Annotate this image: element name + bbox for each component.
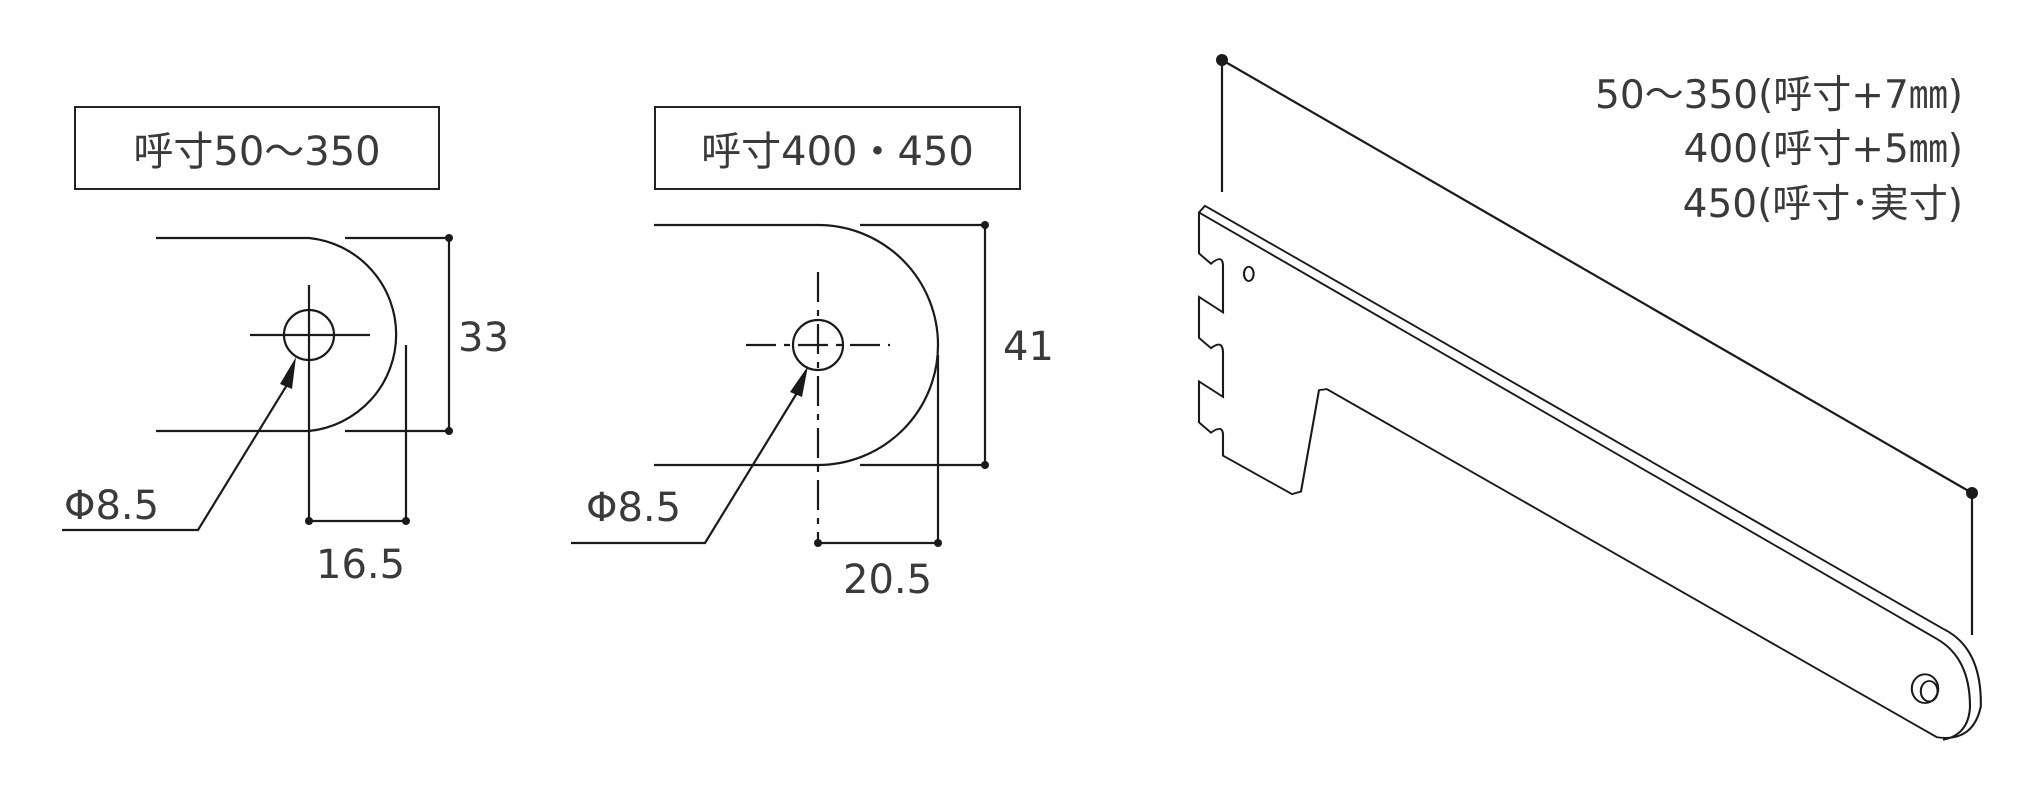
detail-small-title: 呼寸50〜350 (133, 129, 381, 175)
length-note-2: 400(呼寸+5㎜) (1683, 127, 1963, 172)
length-note-1: 50〜350(呼寸+7㎜) (1595, 73, 1963, 118)
detail-small-width-dim: 16.5 (316, 542, 406, 588)
bracket-illustration (1197, 54, 1982, 741)
detail-large-title: 呼寸400・450 (701, 129, 974, 175)
length-note-3: 450(呼寸･実寸) (1682, 182, 1963, 227)
detail-large-profile (571, 221, 989, 547)
detail-small-profile (62, 234, 453, 532)
detail-large-title-box: 呼寸400・450 (654, 106, 1021, 190)
detail-small-title-box: 呼寸50〜350 (74, 106, 440, 190)
detail-large-width-dim: 20.5 (843, 557, 933, 603)
detail-small-hole-dim: Φ8.5 (64, 483, 160, 529)
detail-large-height-dim: 41 (1003, 324, 1054, 370)
detail-small-height-dim: 33 (458, 315, 509, 361)
detail-large-hole-dim: Φ8.5 (586, 485, 682, 531)
